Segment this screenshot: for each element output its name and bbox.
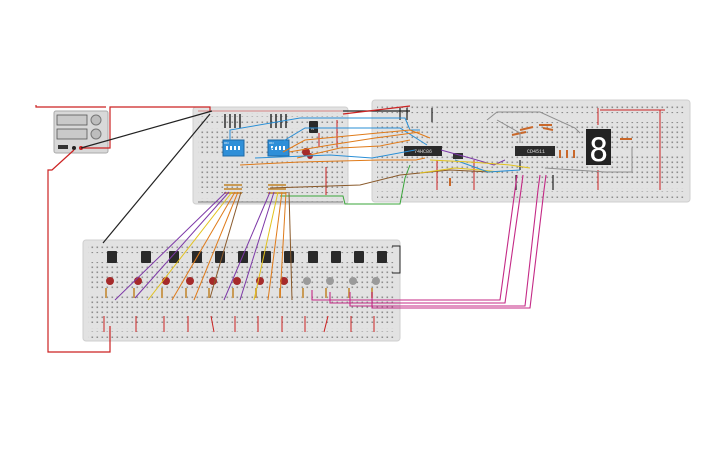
grey-loops bbox=[486, 111, 633, 173]
jumper-reds-top bbox=[318, 120, 338, 195]
transistor-1 bbox=[107, 251, 117, 263]
top-right-resistors[interactable] bbox=[449, 124, 632, 186]
chip-74hc86-label: 74HC86 bbox=[414, 149, 432, 155]
small-chip[interactable] bbox=[453, 153, 463, 159]
transistor-2 bbox=[141, 251, 151, 263]
transistor-10 bbox=[331, 251, 341, 263]
transistor-8 bbox=[284, 251, 294, 263]
transistor-7 bbox=[261, 251, 271, 263]
dip-switch-1[interactable]: ON bbox=[222, 139, 245, 157]
drop-wires[interactable] bbox=[114, 191, 293, 301]
transistor-12 bbox=[377, 251, 387, 263]
seven-segment-display[interactable]: 8 bbox=[586, 129, 611, 169]
power-wires[interactable] bbox=[35, 105, 411, 353]
transistor-3 bbox=[169, 251, 179, 263]
transistor-row[interactable] bbox=[107, 245, 401, 274]
ps-terminal-neg bbox=[72, 146, 76, 150]
dip-switch-2[interactable]: ON bbox=[267, 139, 290, 157]
resistor-array-1[interactable] bbox=[224, 184, 242, 194]
transistor-11 bbox=[354, 251, 364, 263]
magenta-wires[interactable] bbox=[311, 174, 547, 309]
transistor-6 bbox=[238, 251, 248, 263]
bottom-red-jumpers bbox=[103, 315, 375, 333]
chip-cd4511-label: CD4511 bbox=[527, 149, 545, 155]
chip-cd4511[interactable]: CD4511 bbox=[515, 146, 555, 156]
seven-segment-digit: 8 bbox=[589, 131, 608, 169]
led-row[interactable] bbox=[106, 277, 380, 285]
resistor-array-2[interactable] bbox=[268, 184, 286, 194]
signal-wires[interactable] bbox=[229, 117, 531, 205]
dip-switch-2-label: ON bbox=[269, 141, 274, 145]
power-supply[interactable] bbox=[53, 110, 109, 154]
top-right-reds bbox=[436, 108, 665, 190]
transistor-9 bbox=[308, 251, 318, 263]
dip-switch-1-label: ON bbox=[224, 141, 229, 145]
top-transistor[interactable]: N bbox=[309, 121, 318, 133]
chip-74hc86[interactable]: 74HC86 bbox=[404, 146, 442, 156]
